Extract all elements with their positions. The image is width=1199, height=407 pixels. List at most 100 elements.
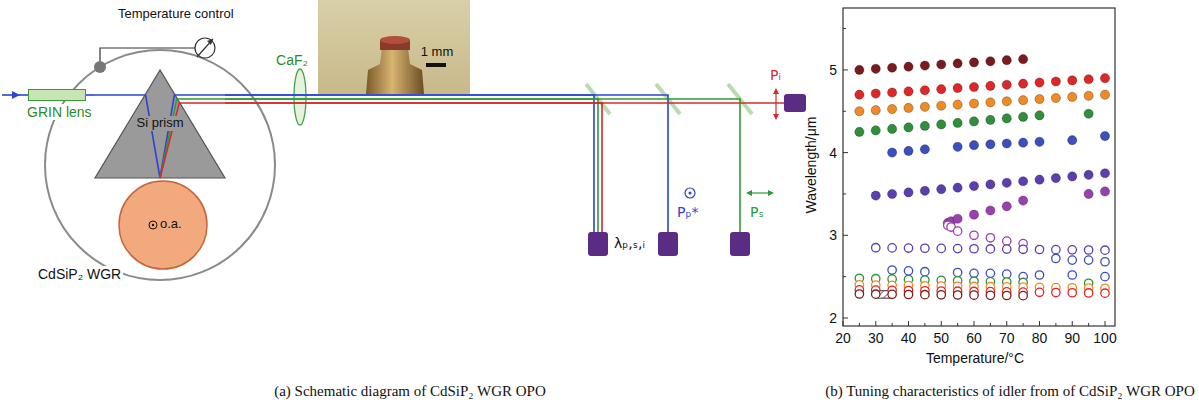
data-point [904, 123, 913, 132]
tick-label: 80 [1032, 330, 1048, 346]
idler-beam [160, 103, 225, 178]
data-point [1084, 246, 1092, 254]
data-point [904, 244, 912, 252]
grin-lens: GRIN lens [28, 89, 86, 101]
x-tick [843, 321, 844, 326]
x-tick [1006, 321, 1007, 326]
data-point [969, 58, 978, 67]
data-point [872, 290, 880, 298]
tick-label: 2 [829, 310, 837, 326]
detector: λₚ,ₛ,ᵢ [588, 232, 608, 256]
data-point [888, 189, 897, 198]
beam-line [225, 95, 668, 232]
data-point [937, 185, 946, 194]
node-label: CdSiP₂ WGR [36, 266, 123, 282]
wgr-resonator: o.a.CdSiP₂ WGR [118, 180, 208, 270]
tick-label: 3 [829, 227, 837, 243]
x-tick [1055, 323, 1056, 326]
x-tick [1088, 323, 1089, 326]
data-point [1068, 271, 1076, 279]
data-point [855, 90, 864, 99]
data-point [1084, 91, 1093, 100]
detector: Pₛ [730, 232, 750, 256]
data-point [953, 183, 962, 192]
data-point [1019, 196, 1028, 205]
tick-label: 50 [933, 330, 949, 346]
data-point [1100, 90, 1109, 99]
data-point [953, 100, 962, 109]
data-point [953, 118, 962, 127]
data-point [904, 267, 912, 275]
data-point [1084, 75, 1093, 84]
data-point [920, 86, 929, 95]
x-tick [990, 323, 991, 326]
x-tick [1039, 321, 1040, 326]
data-point [1101, 289, 1109, 297]
beam-line [225, 102, 784, 104]
data-point [1084, 289, 1092, 297]
caption: (a) Schematic diagram of CdSiP₂ WGR OPO [274, 383, 546, 400]
tick-label: 70 [999, 330, 1015, 346]
data-point [1100, 187, 1109, 196]
data-point [1019, 96, 1028, 105]
data-point [904, 103, 913, 112]
data-point [888, 88, 897, 97]
x-tick [957, 323, 958, 326]
data-point [920, 145, 929, 154]
node-label: Pₛ [750, 204, 764, 220]
data-point [1051, 93, 1060, 102]
data-point [921, 290, 929, 298]
tick-label: 20 [835, 330, 851, 346]
data-point [1084, 189, 1093, 198]
data-point [888, 148, 897, 157]
tick-label: 4 [829, 145, 837, 161]
data-point [1003, 237, 1011, 245]
data-point [1068, 256, 1076, 264]
data-point [871, 106, 880, 115]
data-point [1052, 288, 1060, 296]
data-point [1100, 131, 1109, 140]
data-point [888, 290, 896, 298]
pump-beam [95, 95, 225, 178]
data-point [1002, 56, 1011, 65]
data-point [1002, 202, 1011, 211]
tick-label: 90 [1064, 330, 1080, 346]
data-point [872, 244, 880, 252]
axis-symbol [152, 224, 154, 226]
data-point [1019, 177, 1028, 186]
data-point [1019, 138, 1028, 147]
data-point [1003, 270, 1011, 278]
x-tick [908, 321, 909, 326]
data-point [1035, 137, 1044, 146]
x-tick [892, 323, 893, 326]
y-tick [843, 111, 846, 112]
caption: (b) Tuning characteristics of idler from… [825, 383, 1195, 400]
node-label: λₚ,ₛ,ᵢ [614, 235, 645, 251]
prism-shape [95, 70, 225, 178]
data-point [986, 180, 995, 189]
beam-path [86, 95, 95, 96]
wgr-disk [119, 181, 207, 269]
data-point [953, 244, 961, 252]
data-point [1100, 74, 1109, 83]
data-point [937, 60, 946, 69]
data-point [937, 120, 946, 129]
data-point [1035, 288, 1043, 296]
data-point [1019, 79, 1028, 88]
data-point [969, 141, 978, 150]
beam-line [225, 103, 602, 232]
data-point [1003, 291, 1011, 299]
y-tick [843, 69, 848, 70]
axis-symbol [149, 221, 157, 229]
data-point [855, 127, 864, 136]
data-point [855, 290, 863, 298]
input-beam [2, 91, 28, 99]
data-point [969, 117, 978, 126]
y-tick [843, 152, 848, 153]
data-point [904, 146, 913, 155]
data-point [1068, 76, 1077, 85]
data-point [953, 268, 961, 276]
data-point [969, 99, 978, 108]
tick-label: 60 [966, 330, 982, 346]
